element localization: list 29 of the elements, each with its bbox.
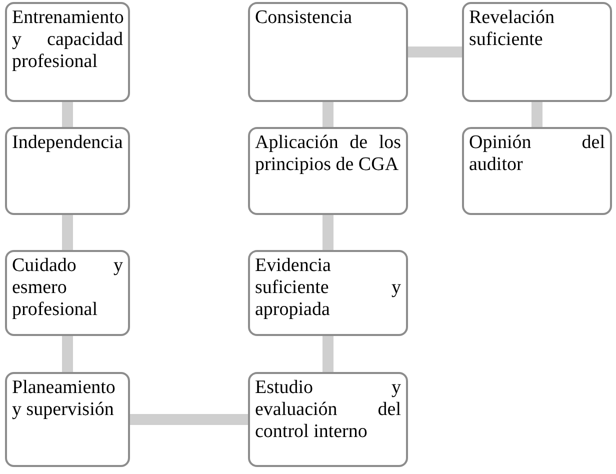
process-box <box>248 127 408 215</box>
connector-bar <box>322 336 334 372</box>
box-label: Evidencia suficiente y apropiada <box>255 255 401 321</box>
box-label: Revelación suficiente <box>469 7 556 51</box>
box-label: Aplicación de los principios de CGA <box>255 132 401 176</box>
connector-bar <box>62 102 73 127</box>
box-label: Cuidado y esmero profesional <box>12 255 123 321</box>
process-box <box>462 2 612 102</box>
box-label: Independencia <box>12 132 123 154</box>
connector-bar <box>322 102 334 127</box>
connector-bar <box>130 414 248 425</box>
connector-bar <box>408 46 462 58</box>
box-label: Entrenamiento y capacidad profesional <box>12 7 123 73</box>
connector-bar <box>62 336 73 372</box>
process-box <box>5 2 130 102</box>
connector-bar <box>532 102 542 127</box>
connector-bar <box>62 215 73 250</box>
box-label: Consistencia <box>255 7 354 29</box>
box-label: Estudio y evaluación del control interno <box>255 377 401 443</box>
process-box <box>248 372 408 467</box>
process-box <box>5 127 130 215</box>
box-label: Planeamiento y supervisión <box>12 377 116 421</box>
process-box <box>5 372 130 467</box>
process-box <box>5 250 130 336</box>
box-label: Opinión del auditor <box>469 132 605 176</box>
process-box <box>248 2 408 102</box>
process-box <box>248 250 408 336</box>
connector-bar <box>322 215 334 250</box>
process-box <box>462 127 612 215</box>
